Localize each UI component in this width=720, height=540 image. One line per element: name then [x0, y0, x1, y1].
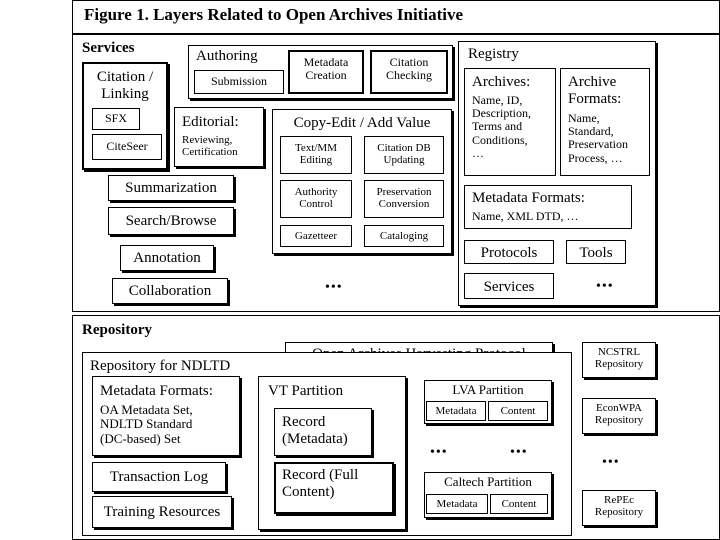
repec-repository-label: RePEc Repository — [594, 494, 644, 519]
archive-formats-label: Archive Formats: — [568, 74, 622, 107]
editorial-sublabel: Reviewing, Certification — [182, 134, 238, 159]
sfx-box — [92, 108, 140, 130]
lva-content-label: Content — [500, 405, 536, 417]
summarization-label: Summarization — [125, 180, 217, 196]
registry-services-box — [464, 273, 554, 299]
protocols-label: Protocols — [480, 245, 538, 261]
partition-ellipsis-1: ••• — [430, 445, 448, 460]
econwpa-repository-label: EconWPA Repository — [594, 402, 644, 427]
vt-partition-label: VT Partition — [268, 383, 344, 399]
training-resources-box — [92, 496, 232, 528]
transaction-log-box — [92, 462, 226, 492]
archives-desc: Name, ID, Description, Terms and Conditi… — [472, 93, 531, 160]
citeseer-label: CiteSeer — [106, 139, 148, 153]
caltech-metadata-label: Metadata — [436, 498, 478, 510]
caltech-content-box — [490, 494, 548, 514]
search-browse-box — [108, 207, 234, 235]
ncstrl-repository-box — [582, 342, 656, 378]
text-mm-label: Text/MM Editing — [294, 142, 337, 167]
record-metadata-box — [274, 408, 372, 456]
cataloging-box — [364, 225, 444, 247]
citation-checking-label: Citation Checking — [386, 55, 432, 83]
md-formats-desc: OA Metadata Set, NDLTD Standard (DC-base… — [100, 402, 193, 446]
record-full-label: Record (Full Content) — [282, 467, 359, 500]
transaction-log-label: Transaction Log — [109, 469, 209, 485]
copyedit-label: Copy-Edit / Add Value — [293, 115, 431, 131]
annotation-label: Annotation — [133, 250, 201, 266]
archives-box — [464, 68, 556, 176]
citation-linking-label: Citation / Linking — [96, 69, 154, 102]
authoring-label: Authoring — [196, 48, 258, 64]
search-browse-label: Search/Browse — [125, 213, 217, 229]
training-resources-label: Training Resources — [103, 504, 221, 520]
record-full-box — [274, 462, 394, 514]
services-label: Services — [82, 40, 135, 56]
metadata-formats-desc: Name, XML DTD, … — [472, 209, 579, 223]
preservation-conversion-label: Preservation Conversion — [376, 186, 432, 211]
archives-label: Archives: — [472, 74, 531, 90]
metadata-creation-box — [288, 50, 364, 94]
caltech-content-label: Content — [501, 498, 537, 510]
services-ellipsis: ••• — [325, 280, 343, 295]
registry-ellipsis: ••• — [596, 279, 614, 294]
metadata-formats-label: Metadata Formats: — [472, 190, 585, 206]
record-metadata-label: Record (Metadata) — [282, 414, 348, 447]
econwpa-repository-box — [582, 398, 656, 434]
editorial-label: Editorial: — [182, 114, 239, 130]
ndltd-repository-label: Repository for NDLTD — [90, 358, 231, 374]
citation-db-label: Citation DB Updating — [377, 142, 431, 167]
repositories-ellipsis: ••• — [602, 455, 620, 470]
summarization-box — [108, 175, 234, 201]
caltech-metadata-box — [426, 494, 488, 514]
annotation-box — [120, 245, 214, 271]
gazetteer-label: Gazetteer — [294, 230, 338, 242]
sfx-label: SFX — [104, 111, 127, 125]
tools-label: Tools — [579, 245, 613, 261]
citation-db-box — [364, 136, 444, 174]
tools-box — [566, 240, 626, 264]
ncstrl-repository-label: NCSTRL Repository — [594, 346, 644, 371]
metadata-formats-box — [464, 185, 632, 229]
archive-formats-box — [560, 68, 650, 176]
figure-title: Figure 1. Layers Related to Open Archive… — [84, 5, 464, 24]
cataloging-label: Cataloging — [379, 230, 429, 242]
preservation-conversion-box — [364, 180, 444, 218]
authority-control-label: Authority Control — [294, 186, 338, 211]
caltech-partition-label: Caltech Partition — [444, 474, 532, 489]
editorial-box — [174, 107, 264, 167]
collaboration-box — [112, 278, 228, 304]
lva-content-box — [488, 401, 548, 421]
archive-formats-desc: Name, Standard, Preservation Process, … — [568, 111, 628, 165]
repository-label: Repository — [82, 322, 152, 338]
registry-services-label: Services — [483, 279, 535, 295]
submission-box — [194, 70, 284, 94]
partition-ellipsis-2: ••• — [510, 445, 528, 460]
registry-label: Registry — [468, 46, 519, 62]
md-formats-label: Metadata Formats: — [100, 383, 213, 399]
lva-partition-label: LVA Partition — [452, 382, 524, 397]
authority-control-box — [280, 180, 352, 218]
protocols-box — [464, 240, 554, 264]
citation-checking-box — [370, 50, 448, 94]
citeseer-box — [92, 134, 162, 160]
text-mm-box — [280, 136, 352, 174]
collaboration-label: Collaboration — [128, 283, 212, 299]
repec-repository-box — [582, 490, 656, 526]
metadata-creation-label: Metadata Creation — [303, 55, 349, 83]
lva-metadata-label: Metadata — [435, 405, 477, 417]
lva-metadata-box — [426, 401, 486, 421]
gazetteer-box — [280, 225, 352, 247]
submission-label: Submission — [210, 74, 267, 88]
figure-title-box — [72, 0, 720, 34]
md-formats-box — [92, 376, 240, 456]
